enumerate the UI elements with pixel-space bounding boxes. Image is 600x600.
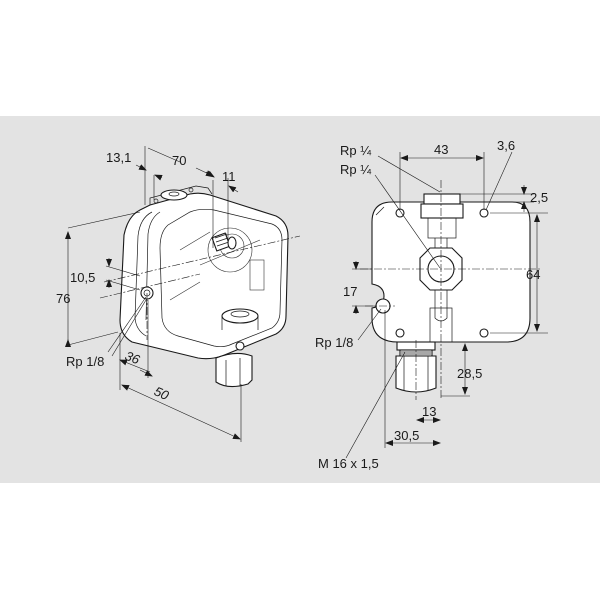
mount-hole-tl (395, 208, 405, 218)
dim-50: 50 (152, 383, 172, 403)
dim-2-5: 2,5 (530, 190, 548, 205)
dim-10-5: 10,5 (70, 270, 95, 285)
mount-hole-tr (479, 208, 489, 218)
label-rp-1-8-iso: Rp 1/8 (66, 354, 104, 369)
label-rp-1-4-b: Rp ¼ (340, 162, 371, 177)
dim-11: 11 (222, 169, 236, 184)
dim-36: 36 (123, 348, 143, 368)
cable-gland (215, 352, 253, 388)
label-rp-1-8-front: Rp 1/8 (315, 335, 353, 350)
dim-70: 70 (172, 153, 186, 168)
mount-hole-bl (395, 328, 405, 338)
mount-hole-br (479, 328, 489, 338)
label-rp-1-4-a: Rp ¼ (340, 143, 371, 158)
dim-43: 43 (434, 142, 448, 157)
front-view: Rp ¼ Rp ¼ 43 3,6 2,5 64 17 Rp 1/8 28,5 1… (315, 138, 548, 471)
top-port-boss (160, 189, 188, 201)
dim-13-1: 13,1 (106, 150, 131, 165)
dim-28-5: 28,5 (457, 366, 482, 381)
isometric-view: 13,1 70 11 10,5 76 Rp 1/8 36 50 (56, 146, 301, 442)
dim-64: 64 (526, 267, 540, 282)
dim-13: 13 (422, 404, 436, 419)
dim-30-5: 30,5 (394, 428, 419, 443)
housing-body (99, 185, 301, 388)
dim-17: 17 (343, 284, 357, 299)
iso-dimension-labels: 13,1 70 11 10,5 76 Rp 1/8 36 50 (56, 150, 236, 403)
dim-76: 76 (56, 291, 70, 306)
top-port-cap (423, 193, 461, 205)
front-dimensions (345, 151, 548, 459)
dim-3-6: 3,6 (497, 138, 515, 153)
iso-dimensions (65, 146, 242, 442)
label-m16-thread: M 16 x 1,5 (318, 456, 379, 471)
front-dimension-labels: Rp ¼ Rp ¼ 43 3,6 2,5 64 17 Rp 1/8 28,5 1… (315, 138, 548, 471)
